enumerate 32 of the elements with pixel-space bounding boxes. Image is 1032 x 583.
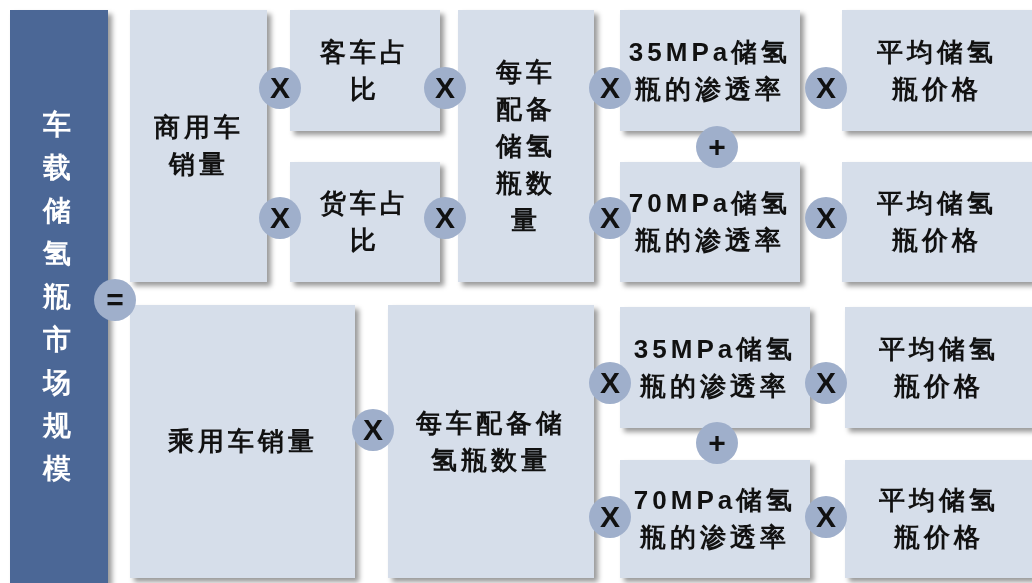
factor-label: 70MPa储氢瓶的渗透率 [632,484,798,554]
factor-box [130,305,355,578]
title-bar [10,10,108,583]
factor-box [842,10,1032,131]
factor-label: 货车占比 [319,187,411,257]
factor-box [620,460,810,578]
factor-label: 70MPa储氢瓶的渗透率 [628,187,792,257]
factor-label: 平均储氢瓶价格 [877,332,1000,403]
factor-label: 平均储氢瓶价格 [876,187,998,257]
factor-label: 每车配备储氢瓶数量 [415,406,567,477]
factor-label: 客车占比 [319,35,411,106]
multiply-sign: X [805,496,847,538]
factor-label: 35MPa储氢瓶的渗透率 [632,332,798,403]
factor-box [388,305,594,578]
multiply-sign: X [805,67,847,109]
multiply-sign: X [805,197,847,239]
factor-label: 平均储氢瓶价格 [876,35,998,106]
factor-label: 乘用车销量 [167,425,318,458]
factor-box [620,307,810,428]
factor-label: 35MPa储氢瓶的渗透率 [628,35,792,106]
factor-label: 每车配备储氢瓶数量 [494,55,557,237]
factor-box [842,162,1032,282]
factor-box [845,307,1032,428]
factor-box [130,10,267,282]
factor-label: 商用车销量 [152,111,245,181]
factor-box [620,162,800,282]
factor-label: 平均储氢瓶价格 [877,484,1000,554]
factor-box [458,10,594,282]
factor-box [620,10,800,131]
factor-box [845,460,1032,578]
title-text: 车载储氢瓶市场规模 [42,108,76,486]
multiply-sign: X [805,362,847,404]
